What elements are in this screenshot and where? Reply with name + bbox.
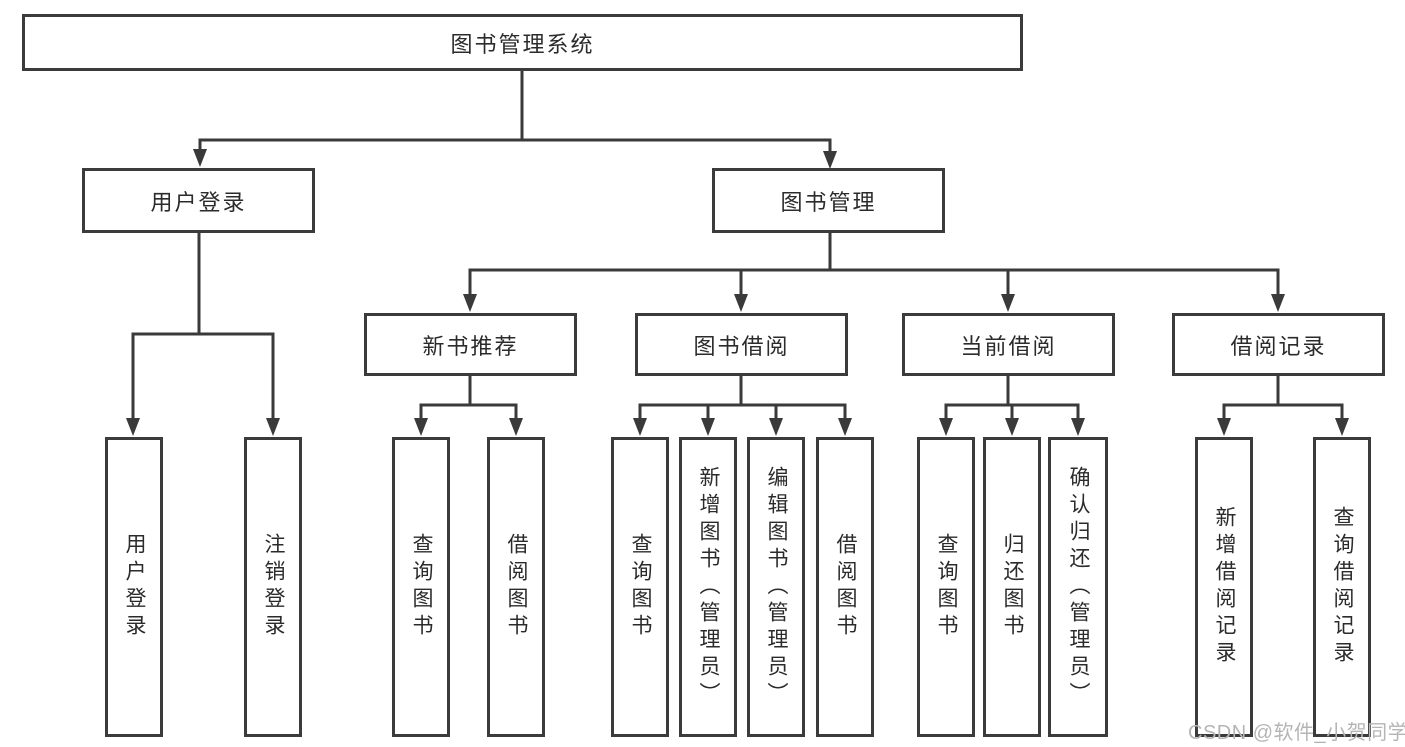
node-current-borrowing: 当前借阅 — [902, 313, 1115, 376]
leaf-borrow-books-borrowing: 借阅图书 — [816, 437, 874, 737]
leaf-return-books: 归还图书 — [983, 437, 1041, 737]
arrowheads — [126, 149, 1349, 436]
leaf-logout: 注销登录 — [244, 437, 302, 737]
leaf-query-books-current: 查询图书 — [917, 437, 975, 737]
node-book-borrowing: 图书借阅 — [635, 313, 848, 376]
connector-segments — [131, 70, 1344, 420]
node-borrow-records: 借阅记录 — [1172, 313, 1385, 376]
leaf-add-book-admin: 新增图书（管理员） — [679, 437, 737, 737]
node-user-login: 用户登录 — [82, 168, 315, 233]
leaf-user-login: 用户登录 — [105, 437, 163, 737]
node-new-book-recommend: 新书推荐 — [364, 313, 577, 376]
leaf-query-books-recommend: 查询图书 — [392, 437, 450, 737]
node-library-system: 图书管理系统 — [22, 14, 1023, 71]
node-book-management: 图书管理 — [712, 168, 945, 233]
leaf-confirm-return-admin: 确认归还（管理员） — [1048, 437, 1108, 737]
csdn-watermark: CSDN @软件_小贺同学 — [1188, 722, 1405, 744]
leaf-query-books-borrowing: 查询图书 — [611, 437, 669, 737]
leaf-edit-book-admin: 编辑图书（管理员） — [747, 437, 805, 737]
leaf-add-borrow-record: 新增借阅记录 — [1195, 437, 1253, 737]
leaf-borrow-books-recommend: 借阅图书 — [487, 437, 545, 737]
leaf-query-borrow-record: 查询借阅记录 — [1313, 437, 1371, 737]
